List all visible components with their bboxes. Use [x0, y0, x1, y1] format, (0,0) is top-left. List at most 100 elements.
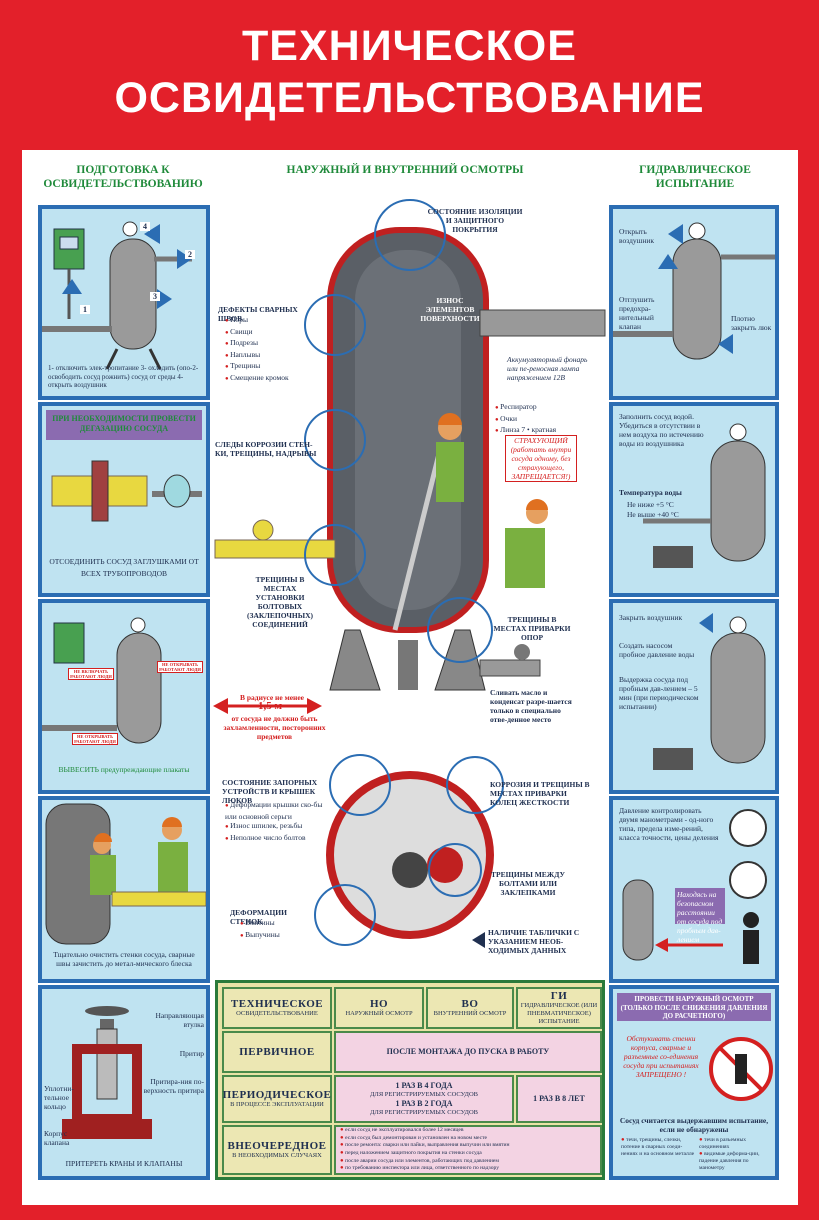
gauges-illustration — [622, 809, 767, 964]
valve-cross-section — [62, 1006, 152, 1139]
right-panel-pressure: Закрыть воздушник Создать насосом пробно… — [609, 599, 779, 794]
radius-line-1: В радиусе не менее — [240, 693, 304, 702]
arrow-icon — [62, 279, 82, 294]
label-support-cracks: ТРЕЩИНЫ В МЕСТАХ ПРИВАРКИ ОПОР — [493, 615, 571, 642]
arrow-left-icon — [655, 938, 668, 952]
right-panel-gauges: Давление контролировать двумя манометрам… — [609, 796, 779, 983]
weld-defects-list: Поры Свищи Подрезы Наплывы Трещины Смеще… — [225, 315, 325, 384]
gauge-icon — [688, 222, 706, 240]
vessel-illustration — [42, 221, 192, 370]
gauge-icon — [130, 617, 146, 633]
right-panel-fill: Заполнить сосуд водой. Убедиться в отсут… — [609, 402, 779, 597]
person-icon — [743, 912, 759, 928]
ppe-item: Линза 7 • кратная — [495, 425, 585, 437]
label-corrosion: СЛЕДЫ КОРРОЗИИ СТЕН-КИ, ТРЕЩИНЫ, НАДРЫВЫ — [215, 440, 317, 458]
callout-circle — [304, 409, 366, 471]
vessel-illustration — [653, 613, 766, 770]
left-panel-valves: Направляющая втулка Притир Притира-ния п… — [38, 985, 210, 1180]
step-number: 4 — [140, 222, 150, 231]
table-cell: если сосуд не эксплуатировался более 12 … — [334, 1125, 602, 1175]
extraordinary-list: если сосуд не эксплуатировался более 12 … — [340, 1127, 509, 1173]
worker-body — [158, 842, 188, 892]
manometer-icon — [729, 861, 767, 899]
signs-caption: ВЫВЕСИТЬ предупреждающие плакаты — [58, 765, 190, 774]
callout-circle — [446, 756, 504, 814]
drain-valve-icon — [514, 644, 530, 660]
label-valve-body: Корпус клапана — [44, 1129, 70, 1147]
degas-caption: ОТСОЕДИНИТЬ СОСУД ЗАГЛУШКАМИ ОТ ВСЕХ ТРУ… — [49, 557, 199, 578]
degas-header-bg — [46, 410, 202, 440]
hatch-item: Неполное число болтов — [225, 833, 325, 845]
clean-caption: Тщательно очистить стенки сосуда, сварны… — [53, 950, 195, 968]
table-row-label: ПЕРВИЧНОЕ — [222, 1031, 332, 1073]
label-nameplate: НАЛИЧИЕ ТАБЛИЧКИ С УКАЗАНИЕМ НЕОБ-ХОДИМЫ… — [488, 928, 580, 955]
callout-circle — [314, 884, 376, 946]
degas-header: ПРИ НЕОБХОДИМОСТИ ПРОВЕСТИ ДЕГАЗАЦИЮ СОС… — [52, 414, 196, 433]
temperature-min: Не ниже +5 °С — [627, 500, 674, 509]
table-cell: 1 РАЗ В 8 ЛЕТ — [516, 1075, 602, 1123]
disconnect-steps: 1- отключить элек-тропитание 3- охладить… — [48, 364, 199, 389]
temperature-max: Не выше +40 °С — [627, 510, 679, 519]
left-panel-signs: НЕ ВКЛЮЧАТЬ РАБОТАЮТ ЛЮДИ НЕ ОТКРЫВАТЬ Р… — [38, 599, 210, 794]
left-column-header: ПОДГОТОВКА К ОСВИДЕТЕЛЬСТВОВАНИЮ — [43, 164, 203, 190]
title-line-2: ОСВИДЕТЕЛЬСТВОВАНИЕ — [114, 74, 705, 122]
label-close-hatch: Плотно закрыть люк — [731, 314, 772, 332]
radius-value: 1,5 м — [258, 700, 282, 712]
weld-defect-item: Трещины — [225, 361, 325, 373]
sign-do-not-open-2: НЕ ОТКРЫВАТЬ РАБОТАЮТ ЛЮДИ — [72, 733, 118, 745]
cleaning-workers-illustration — [45, 803, 206, 945]
label-ring-corrosion: КОРРОЗИЯ И ТРЕЩИНЫ В МЕСТАХ ПРИВАРКИ КОЛ… — [490, 780, 590, 807]
weld-defect-item: Подрезы — [225, 338, 325, 350]
temperature-title: Температура воды — [619, 488, 682, 497]
weld-defect-item: Наплывы — [225, 350, 325, 362]
deformation-item: Вмятины — [240, 918, 320, 930]
center-column-header: НАРУЖНЫЙ И ВНУТРЕННИЙ ОСМОТРЫ — [286, 164, 524, 176]
handwheel-icon — [85, 1006, 129, 1016]
vessel-signs-illustration — [42, 617, 162, 744]
step-number: 2 — [185, 250, 195, 259]
arrow-left-icon — [213, 698, 228, 714]
vessel-illustration — [643, 423, 766, 568]
label-create-pressure: Создать насосом пробное давление воды — [619, 641, 695, 659]
label-insulation: СОСТОЯНИЕ ИЗОЛЯЦИИ И ЗАЩИТНОГО ПОКРЫТИЯ — [427, 207, 523, 234]
test-pass-list-b: течи в разъемных соединениях видимые деф… — [699, 1137, 773, 1172]
arrow-icon — [718, 334, 733, 354]
radius-line-2: от сосуда не должно быть захламленности,… — [223, 714, 326, 741]
arrow-icon — [668, 224, 683, 244]
callout-circle — [329, 754, 391, 816]
label-hold-time: Выдержка сосуда под пробным дав-лением –… — [619, 675, 699, 711]
gauges-text: Давление контролировать двумя манометрам… — [619, 806, 719, 842]
manometer-icon — [729, 809, 767, 847]
weld-defect-item: Свищи — [225, 327, 325, 339]
callout-circle — [428, 843, 482, 897]
arrow-icon — [177, 249, 192, 269]
flange — [91, 460, 109, 522]
label-lamp: Аккумуляторный фонарь или пе-реносная ла… — [507, 355, 588, 382]
fill-text: Заполнить сосуд водой. Убедиться в отсут… — [619, 412, 704, 448]
gauge-icon — [729, 423, 747, 441]
arrow-icon — [699, 613, 713, 633]
ladder — [392, 449, 443, 631]
label-close-vent: Закрыть воздушник — [619, 613, 683, 622]
step-number: 3 — [150, 292, 160, 301]
arrow-icon — [157, 289, 172, 309]
callout-circle — [304, 524, 366, 586]
label-drain: Сливать масло и конденсат разре-шается т… — [490, 688, 572, 724]
safety-note: СТРАХУЮЩИЙ (работать внутри сосуда одном… — [505, 435, 577, 482]
vessel-illustration — [613, 222, 775, 360]
poster-title: ТЕХНИЧЕСКОЕ ОСВИДЕТЕЛЬСТВОВАНИЕ — [0, 20, 819, 124]
label-plug-relief-valve: Отглушить предохра-нительный клапан — [619, 295, 655, 331]
ppe-item: Респиратор — [495, 402, 585, 414]
arrow-right-icon — [307, 698, 322, 714]
test-pass-list-a: течи, трещины, слезки, потение в сварных… — [621, 1137, 695, 1158]
left-panel-clean: Тщательно очистить стенки сосуда, сварны… — [38, 796, 210, 983]
title-line-1: ТЕХНИЧЕСКОЕ — [242, 22, 577, 70]
